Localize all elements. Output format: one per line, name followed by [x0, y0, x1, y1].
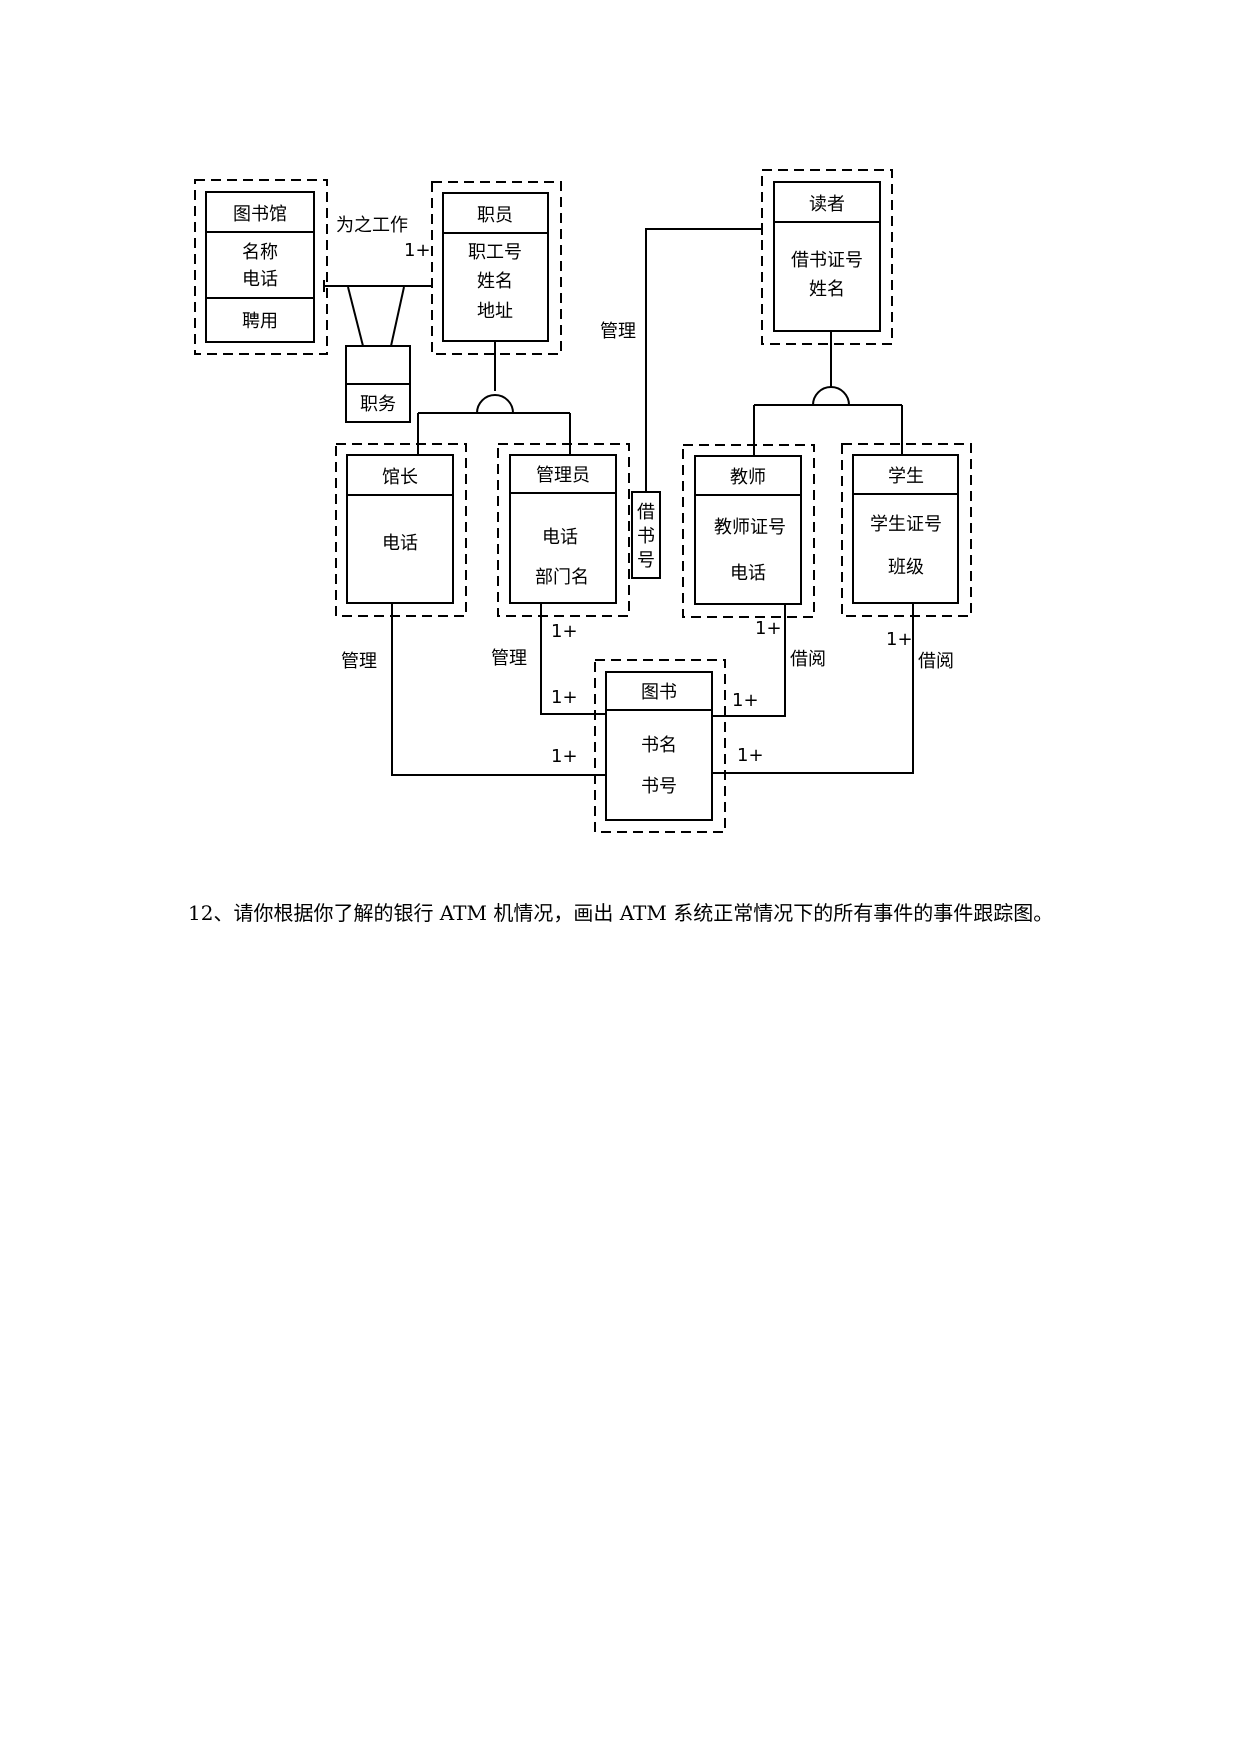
association-teacher-book: 借阅 1+ 1+ [712, 604, 826, 717]
director-attr-phone: 电话 [382, 533, 418, 554]
staff-attr-name: 姓名 [477, 271, 513, 292]
librarian-title: 管理员 [536, 465, 590, 486]
reader-attr-card: 借书证号 [791, 250, 863, 271]
student-book-multiplicity-top: 1+ [886, 629, 913, 650]
librarian-reader-label: 管理 [600, 321, 636, 342]
entity-library: 图书馆 名称 电话 聘用 [194, 179, 328, 355]
association-librarian-book: 管理 1+ 1+ [491, 603, 606, 715]
reader-attr-name: 姓名 [809, 279, 845, 300]
entity-reader: 读者 借书证号 姓名 [761, 169, 893, 345]
teacher-book-multiplicity-bottom: 1+ [732, 690, 759, 711]
staff-title: 职员 [477, 205, 513, 226]
library-op-hire: 聘用 [242, 311, 278, 332]
object-model-diagram: 图书馆 名称 电话 聘用 职员 职工号 姓名 地址 读者 借书证号 姓名 职务 … [194, 169, 972, 833]
association-director-book: 管理 1+ [341, 603, 607, 781]
book-module-border [594, 659, 726, 833]
librarian-box [509, 454, 617, 604]
teacher-attr-id: 教师证号 [714, 517, 786, 538]
librarian-book-multiplicity-top: 1+ [551, 621, 578, 642]
librarian-book-multiplicity-bottom: 1+ [551, 687, 578, 708]
library-attr-name: 名称 [242, 242, 278, 263]
teacher-box [694, 455, 802, 605]
association-student-book: 借阅 1+ 1+ [712, 603, 954, 774]
staff-attr-address: 地址 [477, 301, 513, 322]
student-book-label: 借阅 [918, 651, 954, 672]
works-for-label: 为之工作 [336, 215, 408, 236]
works-for-multiplicity: 1+ [404, 240, 431, 261]
association-works-for: 为之工作 1+ [323, 215, 432, 347]
director-title: 馆长 [382, 467, 418, 488]
qualifier-card-number: 借 书 号 [631, 491, 661, 579]
teacher-title: 教师 [730, 467, 766, 488]
student-title: 学生 [888, 466, 924, 487]
book-attr-number: 书号 [641, 776, 677, 797]
generalization-staff [417, 341, 571, 455]
book-box [605, 671, 713, 821]
student-module-border [841, 443, 972, 617]
entity-librarian: 管理员 电话 部门名 [497, 443, 630, 617]
student-attr-class: 班级 [888, 557, 924, 578]
entity-director: 馆长 电话 [335, 443, 467, 617]
entity-student: 学生 学生证号 班级 [841, 443, 972, 617]
association-librarian-reader: 管理 [600, 223, 763, 492]
generalization-reader [753, 331, 903, 456]
librarian-attr-dept: 部门名 [535, 567, 589, 588]
librarian-module-border [497, 443, 630, 617]
qualifier-char-3: 号 [637, 550, 655, 571]
library-box [205, 191, 315, 343]
entity-teacher: 教师 教师证号 电话 [682, 444, 815, 618]
qualifier-char-1: 借 [637, 502, 655, 523]
director-book-label: 管理 [341, 651, 377, 672]
student-attr-id: 学生证号 [870, 514, 942, 535]
library-attr-phone: 电话 [242, 269, 278, 290]
library-module-border [194, 179, 328, 355]
reader-module-border [761, 169, 893, 345]
staff-box [442, 192, 549, 342]
book-attr-title: 书名 [641, 735, 677, 756]
book-title: 图书 [641, 682, 677, 703]
entity-staff: 职员 职工号 姓名 地址 [431, 181, 562, 355]
teacher-module-border [682, 444, 815, 618]
staff-attr-id: 职工号 [468, 242, 522, 263]
director-book-multiplicity: 1+ [551, 746, 578, 767]
teacher-attr-phone: 电话 [730, 563, 766, 584]
reader-box [773, 181, 881, 332]
staff-module-border [431, 181, 562, 355]
librarian-book-label: 管理 [491, 648, 527, 669]
teacher-book-label: 借阅 [790, 649, 826, 670]
association-class-duty: 职务 [345, 345, 411, 423]
student-book-multiplicity-bottom: 1+ [737, 745, 764, 766]
library-title: 图书馆 [233, 204, 287, 225]
qualifier-box [631, 491, 661, 579]
qualifier-char-2: 书 [637, 526, 655, 547]
librarian-attr-phone: 电话 [542, 527, 578, 548]
reader-title: 读者 [809, 194, 845, 215]
entity-book: 图书 书名 书号 [594, 659, 726, 833]
director-module-border [335, 443, 467, 617]
student-box [852, 454, 959, 604]
teacher-book-multiplicity-top: 1+ [755, 618, 782, 639]
question-text: 12、请你根据你了解的银行 ATM 机情况，画出 ATM 系统正常情况下的所有事… [188, 901, 1054, 925]
duty-title: 职务 [360, 394, 396, 415]
director-box [346, 454, 454, 604]
